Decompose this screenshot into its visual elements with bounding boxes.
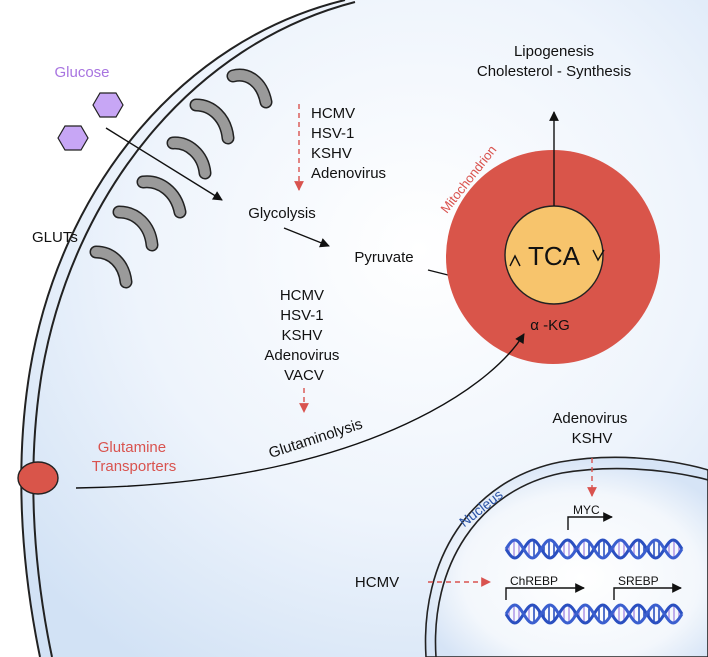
- glucose-hexagon-1: [92, 92, 124, 118]
- chrebp-promoter-arrow: [505, 583, 585, 600]
- glutamine-transporter: [17, 461, 59, 495]
- virus-name: HSV-1: [280, 307, 323, 324]
- glucose-label: Glucose: [54, 64, 109, 81]
- glutamine-label-line1: Glutamine: [98, 439, 166, 456]
- cholesterol-label: Cholesterol - Synthesis: [477, 63, 631, 80]
- virus-name: KSHV: [311, 145, 352, 162]
- glycolysis-to-pyruvate-arrow: [283, 227, 330, 248]
- hcmv-nucleus-label: HCMV: [355, 574, 399, 591]
- glucose-to-glycolysis-arrow: [105, 127, 223, 201]
- myc-label: MYC: [573, 503, 600, 517]
- pyruvate-label: Pyruvate: [354, 249, 413, 266]
- dna-strand: [504, 603, 684, 625]
- virus-name: Adenovirus: [311, 165, 386, 182]
- srebp-label: SREBP: [618, 574, 659, 588]
- glucose-hexagon-2: [57, 125, 89, 151]
- dna-helix-top: [504, 538, 684, 560]
- cell-membrane-outer: [20, 0, 346, 657]
- virus-name: KSHV: [572, 430, 613, 447]
- gluts-label: GLUTs: [32, 229, 78, 246]
- dna-helix-bottom: [504, 603, 684, 625]
- myc-promoter-arrow: [567, 512, 613, 530]
- nucleus-virus-list: Adenovirus KSHV: [552, 410, 631, 447]
- dna-strand: [504, 538, 684, 560]
- nucleus-inner-edge: [434, 467, 708, 657]
- glutaminolysis-virus-list: HCMV HSV-1 KSHV Adenovirus VACV: [264, 287, 343, 384]
- virus-name: Adenovirus: [552, 410, 627, 427]
- virus-name: KSHV: [281, 327, 322, 344]
- glut-transporters: [89, 68, 273, 289]
- glycolysis-label: Glycolysis: [248, 205, 316, 222]
- chrebp-label: ChREBP: [510, 574, 558, 588]
- akg-label: α -KG: [530, 317, 570, 334]
- glycolysis-virus-list: HCMV HSV-1 KSHV Adenovirus: [311, 105, 386, 182]
- virus-name: HCMV: [311, 105, 355, 122]
- glutamine-transporters-label: Glutamine Transporters: [92, 439, 176, 475]
- tca-cycle-arrow-left: [509, 254, 521, 267]
- virus-name: VACV: [284, 367, 324, 384]
- virus-name: HSV-1: [311, 125, 354, 142]
- glutamine-label-line2: Transporters: [92, 458, 176, 475]
- virus-name: Adenovirus: [264, 347, 339, 364]
- lipogenesis-label: Lipogenesis: [514, 43, 594, 60]
- glutaminolysis-arrow: [75, 333, 525, 489]
- srebp-promoter-arrow: [613, 583, 682, 600]
- virus-name: HCMV: [280, 287, 324, 304]
- tca-label: TCA: [528, 241, 581, 271]
- tca-cycle-arrow-right: [592, 249, 605, 262]
- cell-membrane-inner: [32, 1, 356, 657]
